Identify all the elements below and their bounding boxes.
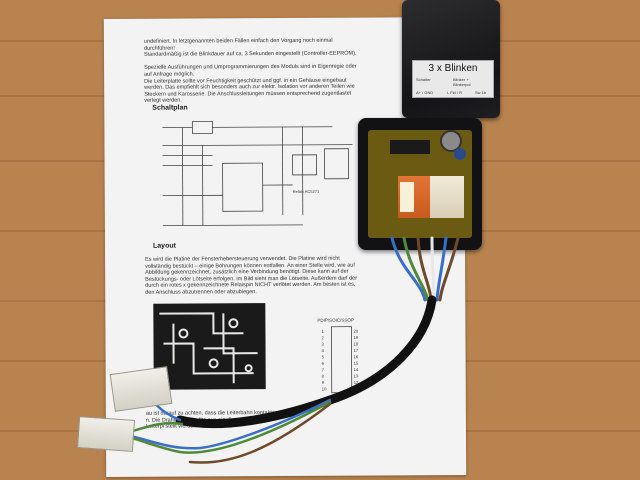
schematic-note: Relais AC5271 [293,189,320,194]
relay-orange [398,176,432,218]
chip-pin-label: 4 [322,348,325,353]
chip-pin-label: 2 [321,335,324,340]
chip-pin-label: 13 [354,373,359,378]
chip-pin-label: 1 [321,329,324,334]
chip-pin-label: 17 [354,348,359,353]
circuit-board [368,130,472,238]
chip-pin-label: 5 [322,354,325,359]
ic-socket [390,140,430,154]
module-enclosure [358,118,482,250]
chip-pin-label: 9 [322,380,325,385]
lid-cell: L Fkt / R [447,90,462,95]
lid-cell: Sw 1b [475,90,487,95]
chip-pin-label: 18 [353,341,358,346]
chip-pin-label: 10 [322,386,327,391]
chip-pin-label: 14 [354,367,359,372]
capacitor [454,148,466,160]
lid-title: 3 x Blinken [428,63,478,74]
chip-pin-label: 12 [354,380,359,385]
chip-pin-label: 20 [353,329,358,334]
enclosure-lid: 3 x Blinken Schalter Blinker + Blinkerpo… [402,0,500,118]
potentiometer [440,130,462,152]
relay-label [400,182,414,212]
chip-pin-label: 16 [354,354,359,359]
lid-cell: Blinker + Blinkerpol [453,77,471,87]
lid-label: 3 x Blinken Schalter Blinker + Blinkerpo… [412,60,494,98]
chip-pin-label: 19 [353,335,358,340]
pcb-layout-image [153,303,266,390]
instruction-sheet: undefiniert. In letztgenannten beiden Fä… [103,17,467,477]
connector-plug [109,366,173,412]
lid-cell: Schalter [416,77,431,82]
lid-cell: A+ / GND [416,90,434,95]
chip-pin-label: 7 [322,367,325,372]
chip-pin-label: 15 [354,361,359,366]
relay-white [430,176,464,218]
chip-pin-label: 3 [321,342,324,347]
connector-plug [76,416,136,452]
chip-pin-label: 8 [322,374,325,379]
schematic-drawing: Relais AC5271 [162,120,353,227]
chip-pin-label: 6 [322,361,325,366]
